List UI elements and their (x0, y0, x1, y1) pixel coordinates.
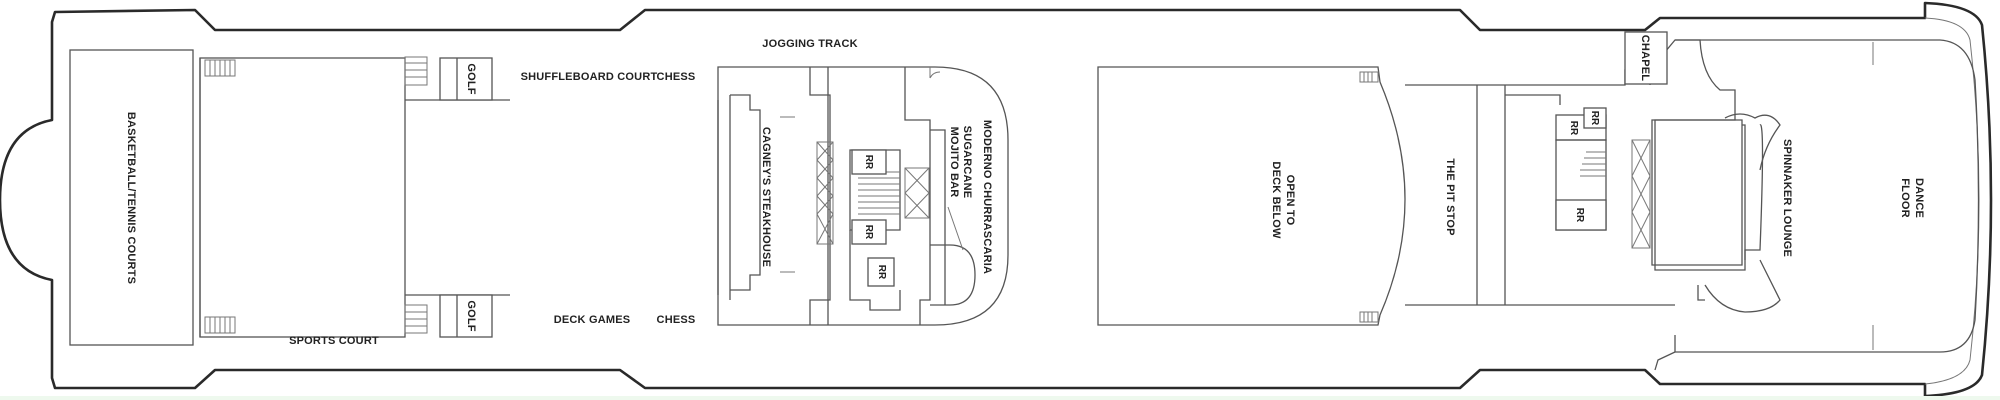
restroom-box-1 (851, 149, 887, 175)
bottom-strip (0, 396, 2000, 400)
restroom-box-2 (851, 219, 887, 245)
sports-court-outline (199, 57, 406, 338)
restroom-box-6 (1555, 199, 1607, 231)
mojito-bar-label: MOJITO BAR (948, 127, 960, 198)
cagneys-steakhouse-label: CAGNEY'S STEAKHOUSE (760, 127, 772, 267)
golf-bottom-box (439, 294, 493, 338)
forward-stairs (1580, 151, 1606, 177)
deck-games-label: DECK GAMES (554, 314, 631, 326)
chapel-label: CHAPEL (1639, 35, 1651, 82)
stairs-open-bottom (1359, 311, 1379, 323)
golf-bottom-label: GOLF (465, 300, 477, 331)
restroom-label-5: RR (1589, 111, 1600, 126)
open-to-label: OPEN TO (1284, 175, 1296, 226)
moderno-churrascaria-label: MODERNO CHURRASCARIA (981, 120, 993, 274)
basketball-tennis-courts-label: BASKETBALL/TENNIS COURTS (125, 112, 137, 284)
basketball-court-outline (69, 49, 194, 346)
stairs-aft-bottom (204, 316, 236, 334)
chess-bottom-label: CHESS (657, 314, 696, 326)
restroom-label-4: RR (1568, 121, 1579, 136)
restaurant-block-outline (717, 66, 1009, 326)
jogging-track-label: JOGGING TRACK (762, 38, 858, 50)
restroom-box-3 (867, 257, 895, 287)
open-deck-outline (1097, 66, 1406, 326)
dance-floor-outline (1674, 39, 1980, 353)
forward-elevators (1631, 139, 1651, 249)
restroom-label-2: RR (863, 225, 874, 240)
golf-top-box (439, 57, 493, 101)
dance-label: DANCE (1913, 178, 1925, 218)
center-stairs (858, 171, 900, 215)
sugarcane-label: SUGARCANE (961, 126, 973, 199)
restroom-label-3: RR (876, 265, 887, 280)
deck-below-label: DECK BELOW (1270, 161, 1282, 239)
floor-label: FLOOR (1899, 178, 1911, 218)
shuffleboard-court-label: SHUFFLEBOARD COURT (521, 71, 658, 83)
chess-top-label: CHESS (657, 71, 696, 83)
spinnaker-bar-outline (1651, 119, 1743, 266)
restroom-label-6: RR (1574, 208, 1585, 223)
stern-inner-line (1924, 17, 1980, 385)
sports-court-label: SPORTS COURT (289, 335, 379, 347)
pit-stop-label: THE PIT STOP (1444, 158, 1456, 235)
chapel-box (1624, 31, 1668, 85)
spinnaker-lounge-label: SPINNAKER LOUNGE (1781, 139, 1793, 257)
elevator-bank-right (904, 167, 930, 219)
stairs-golf-top (404, 56, 428, 86)
golf-top-label: GOLF (465, 63, 477, 94)
stairs-aft-top (204, 59, 236, 77)
stairs-open-top (1359, 71, 1379, 83)
stairs-golf-bottom (404, 304, 428, 334)
restroom-label-1: RR (863, 155, 874, 170)
elevator-bank-left (816, 141, 834, 245)
restroom-box-5 (1583, 107, 1607, 129)
